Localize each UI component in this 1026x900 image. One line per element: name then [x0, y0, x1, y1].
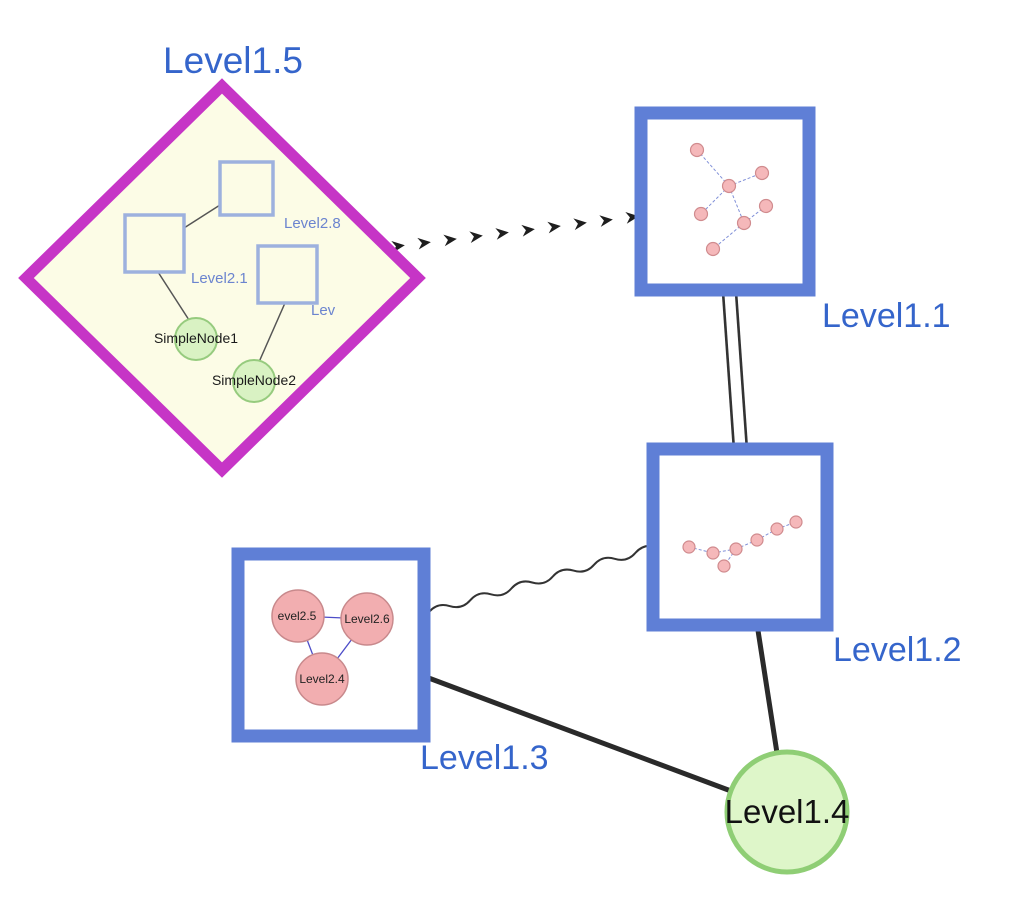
- mini-node: [693, 206, 709, 222]
- mini-node: [682, 540, 696, 554]
- node-level2-8[interactable]: [218, 160, 275, 217]
- group-node-level1-5: Level2.8 Level2.1 Lev SimpleNode1 Simple…: [18, 78, 426, 478]
- node-level2-8-label: Level2.8: [284, 215, 341, 232]
- mini-node: [729, 542, 743, 556]
- edge-level1-1-to-level1-2[interactable]: [721, 291, 749, 451]
- edge-level2-x-simplenode2[interactable]: [258, 302, 286, 363]
- node-level1-2-preview: [682, 515, 803, 573]
- mini-node: [721, 178, 737, 194]
- node-level2-5[interactable]: [271, 589, 325, 643]
- node-level2-x-label: Lev: [311, 302, 336, 319]
- mini-node: [770, 522, 784, 536]
- node-level1-4[interactable]: [724, 749, 850, 875]
- mini-node: [736, 215, 752, 231]
- node-level2-4[interactable]: [295, 652, 349, 706]
- node-simplenode1-label: SimpleNode1: [154, 330, 238, 346]
- node-level2-1-label: Level2.1: [191, 270, 248, 287]
- edge-level1-2-to-level1-4[interactable]: [754, 621, 780, 756]
- node-level1-5-label: Level1.5: [163, 40, 303, 81]
- node-level1-1[interactable]: [634, 106, 816, 297]
- edge-level2-1-level2-8[interactable]: [183, 204, 221, 229]
- node-level1-2-label: Level1.2: [833, 631, 962, 669]
- node-level1-2[interactable]: [646, 442, 834, 632]
- node-simplenode1[interactable]: [174, 317, 218, 361]
- mini-node: [754, 165, 770, 181]
- node-level1-4-label: Level1.4: [725, 793, 850, 830]
- node-level1-3-contents: evel2.5 Level2.6 Level2.4: [271, 589, 394, 706]
- mini-node: [758, 198, 774, 214]
- node-level1-3[interactable]: evel2.5 Level2.6 Level2.4: [231, 547, 431, 743]
- node-level2-6[interactable]: [340, 592, 394, 646]
- edge-level1-3-to-level1-2[interactable]: [428, 544, 657, 613]
- node-level1-1-label: Level1.1: [822, 297, 951, 335]
- node-level2-1[interactable]: [123, 213, 186, 274]
- edge-level1-5-to-level1-1[interactable]: [391, 212, 639, 253]
- mini-node: [705, 241, 721, 257]
- node-level2-6-label: Level2.6: [344, 612, 390, 626]
- node-simplenode2[interactable]: [232, 359, 276, 403]
- mini-node: [789, 515, 803, 529]
- mini-node: [750, 533, 764, 547]
- node-level2-x[interactable]: [256, 244, 319, 305]
- node-level1-1-preview: [689, 142, 774, 257]
- node-level2-4-label: Level2.4: [299, 672, 345, 686]
- edge-level2-1-simplenode1[interactable]: [157, 271, 190, 321]
- node-simplenode2-label: SimpleNode2: [212, 372, 296, 388]
- node-level2-5-label: evel2.5: [278, 609, 317, 623]
- node-level1-5-diamond[interactable]: [18, 78, 426, 478]
- mini-node: [717, 559, 731, 573]
- node-level1-3-label: Level1.3: [420, 739, 549, 777]
- mini-node: [706, 546, 720, 560]
- mini-node: [689, 142, 705, 158]
- edge-level1-3-to-level1-4[interactable]: [423, 674, 734, 794]
